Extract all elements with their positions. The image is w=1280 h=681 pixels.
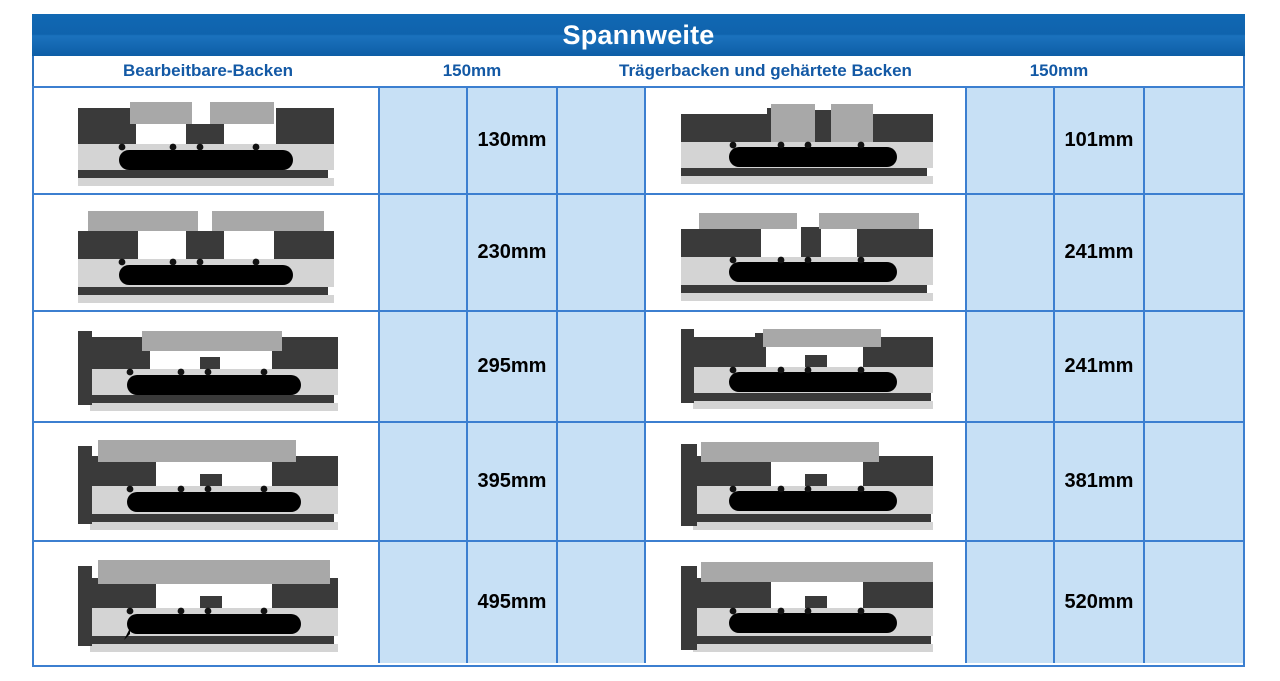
- vise-diagram-right: [646, 312, 965, 421]
- figure-cell-left: [34, 195, 380, 310]
- vise-diagram-right: [646, 542, 965, 663]
- spacer-cell: [967, 88, 1055, 193]
- figure-cell-left: [34, 88, 380, 193]
- spacer-cell: [380, 423, 468, 540]
- spacer-cell: [967, 542, 1055, 663]
- header-traegerbacken: Trägerbacken und gehärtete Backen: [619, 61, 912, 80]
- spacer-cell: [1145, 88, 1243, 193]
- left-measurement-value: 130mm: [468, 88, 558, 193]
- spacer-cell: [967, 195, 1055, 310]
- spacer-cell: [558, 88, 646, 193]
- vise-diagram-left: [34, 423, 378, 540]
- spacer-cell: [1145, 195, 1243, 310]
- right-measurement-value: 241mm: [1055, 195, 1145, 310]
- data-grid: 130mm: [32, 86, 1245, 667]
- left-measurement-value: 395mm: [468, 423, 558, 540]
- vise-diagram-right: [646, 88, 965, 193]
- spacer-cell: [1145, 312, 1243, 421]
- vise-diagram-left: [34, 195, 378, 310]
- spacer-cell: [967, 312, 1055, 421]
- spacer-cell: [1145, 423, 1243, 540]
- table-row: 130mm: [34, 88, 1243, 195]
- right-measurement-value: 381mm: [1055, 423, 1145, 540]
- figure-cell-right: [646, 423, 967, 540]
- spacer-cell: [967, 423, 1055, 540]
- title-bar: Spannweite: [32, 14, 1245, 56]
- left-measurement-value: 230mm: [468, 195, 558, 310]
- spacer-cell: [558, 312, 646, 421]
- spacer-cell: [558, 542, 646, 663]
- vise-diagram-right: [646, 423, 965, 540]
- vise-diagram-left: [34, 542, 378, 663]
- page-title: Spannweite: [562, 19, 715, 50]
- spacer-cell: [380, 195, 468, 310]
- vise-diagram-left: [34, 88, 378, 193]
- right-measurement-value: 520mm: [1055, 542, 1145, 663]
- vise-diagram-right: [646, 195, 965, 310]
- right-measurement-value: 241mm: [1055, 312, 1145, 421]
- figure-cell-right: [646, 312, 967, 421]
- right-measurement-value: 101mm: [1055, 88, 1145, 193]
- header-bearbeitbare-backen: Bearbeitbare-Backen: [122, 61, 294, 80]
- spacer-cell: [380, 312, 468, 421]
- figure-cell-right: [646, 542, 967, 663]
- figure-cell-right: [646, 88, 967, 193]
- table-row: 395mm: [34, 423, 1243, 542]
- table-row: 495mm: [34, 542, 1243, 663]
- table-row: 230mm: [34, 195, 1243, 312]
- spacer-cell: [380, 88, 468, 193]
- spacer-cell: [558, 195, 646, 310]
- left-measurement-value: 495mm: [468, 542, 558, 663]
- vise-diagram-left: [34, 312, 378, 421]
- header-left-size: 150mm: [442, 61, 502, 80]
- column-group-header-row: Bearbeitbare-Backen 150mm Trägerbacken u…: [32, 56, 1245, 86]
- figure-cell-left: [34, 312, 380, 421]
- spacer-cell: [558, 423, 646, 540]
- spacer-cell: [380, 542, 468, 663]
- left-measurement-value: 295mm: [468, 312, 558, 421]
- header-right-size: 150mm: [1029, 61, 1089, 80]
- figure-cell-left: [34, 542, 380, 663]
- figure-cell-right: [646, 195, 967, 310]
- spacer-cell: [1145, 542, 1243, 663]
- table-row: 295mm: [34, 312, 1243, 423]
- figure-cell-left: [34, 423, 380, 540]
